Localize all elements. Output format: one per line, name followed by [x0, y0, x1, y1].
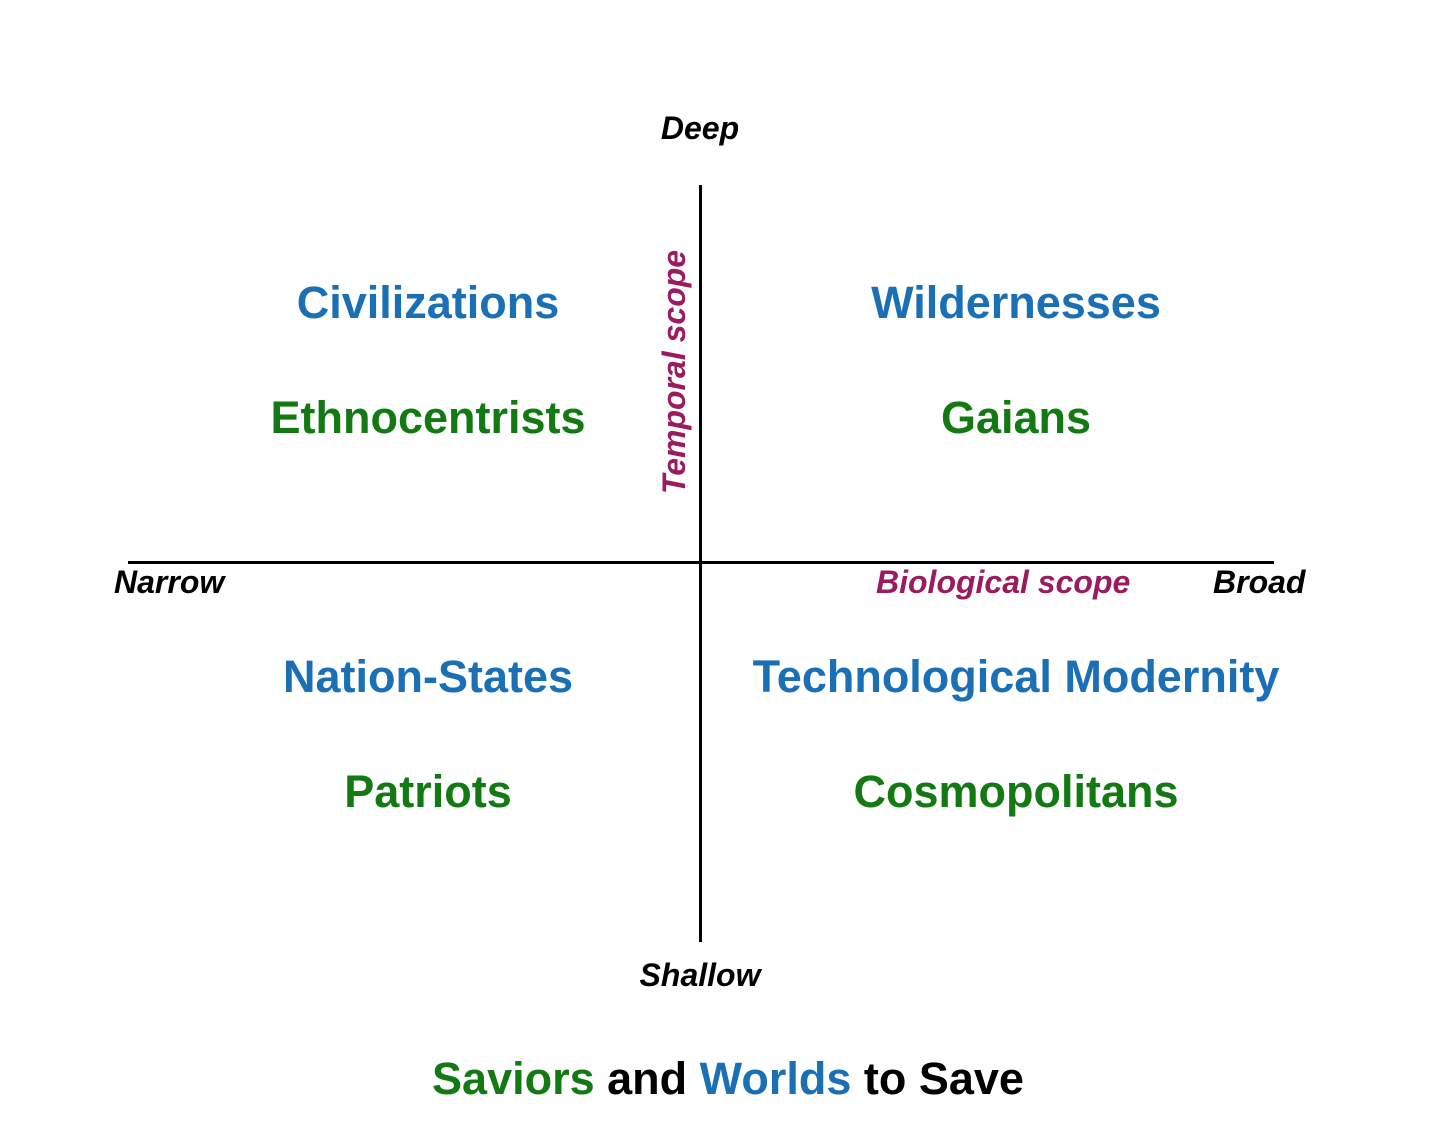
bottom-right-savior: Cosmopolitans — [853, 766, 1179, 817]
axis-pole-narrow: Narrow — [114, 564, 225, 600]
bottom-left-world: Nation-States — [282, 651, 574, 702]
top-left-savior: Ethnocentrists — [270, 392, 586, 443]
temporal-scope-label: Temporal scope — [656, 249, 692, 495]
bottom-left-savior: Patriots — [344, 766, 512, 817]
horizontal-axis-line — [128, 561, 1274, 564]
top-right-world: Wildernesses — [871, 277, 1161, 328]
title-and: and — [594, 1053, 700, 1104]
axis-pole-shallow: Shallow — [639, 957, 761, 993]
title-saviors: Saviors — [432, 1053, 595, 1104]
title-worlds: Worlds — [699, 1053, 852, 1104]
biological-scope-label: Biological scope — [876, 564, 1131, 600]
axis-pole-deep: Deep — [660, 110, 740, 146]
top-left-world: Civilizations — [296, 277, 560, 328]
title-to-save: to Save — [851, 1053, 1024, 1104]
axis-pole-broad: Broad — [1213, 564, 1306, 600]
diagram-title: Saviors and Worlds to Save — [0, 1056, 1456, 1101]
bottom-right-world: Technological Modernity — [752, 651, 1280, 702]
top-right-savior: Gaians — [940, 392, 1092, 443]
